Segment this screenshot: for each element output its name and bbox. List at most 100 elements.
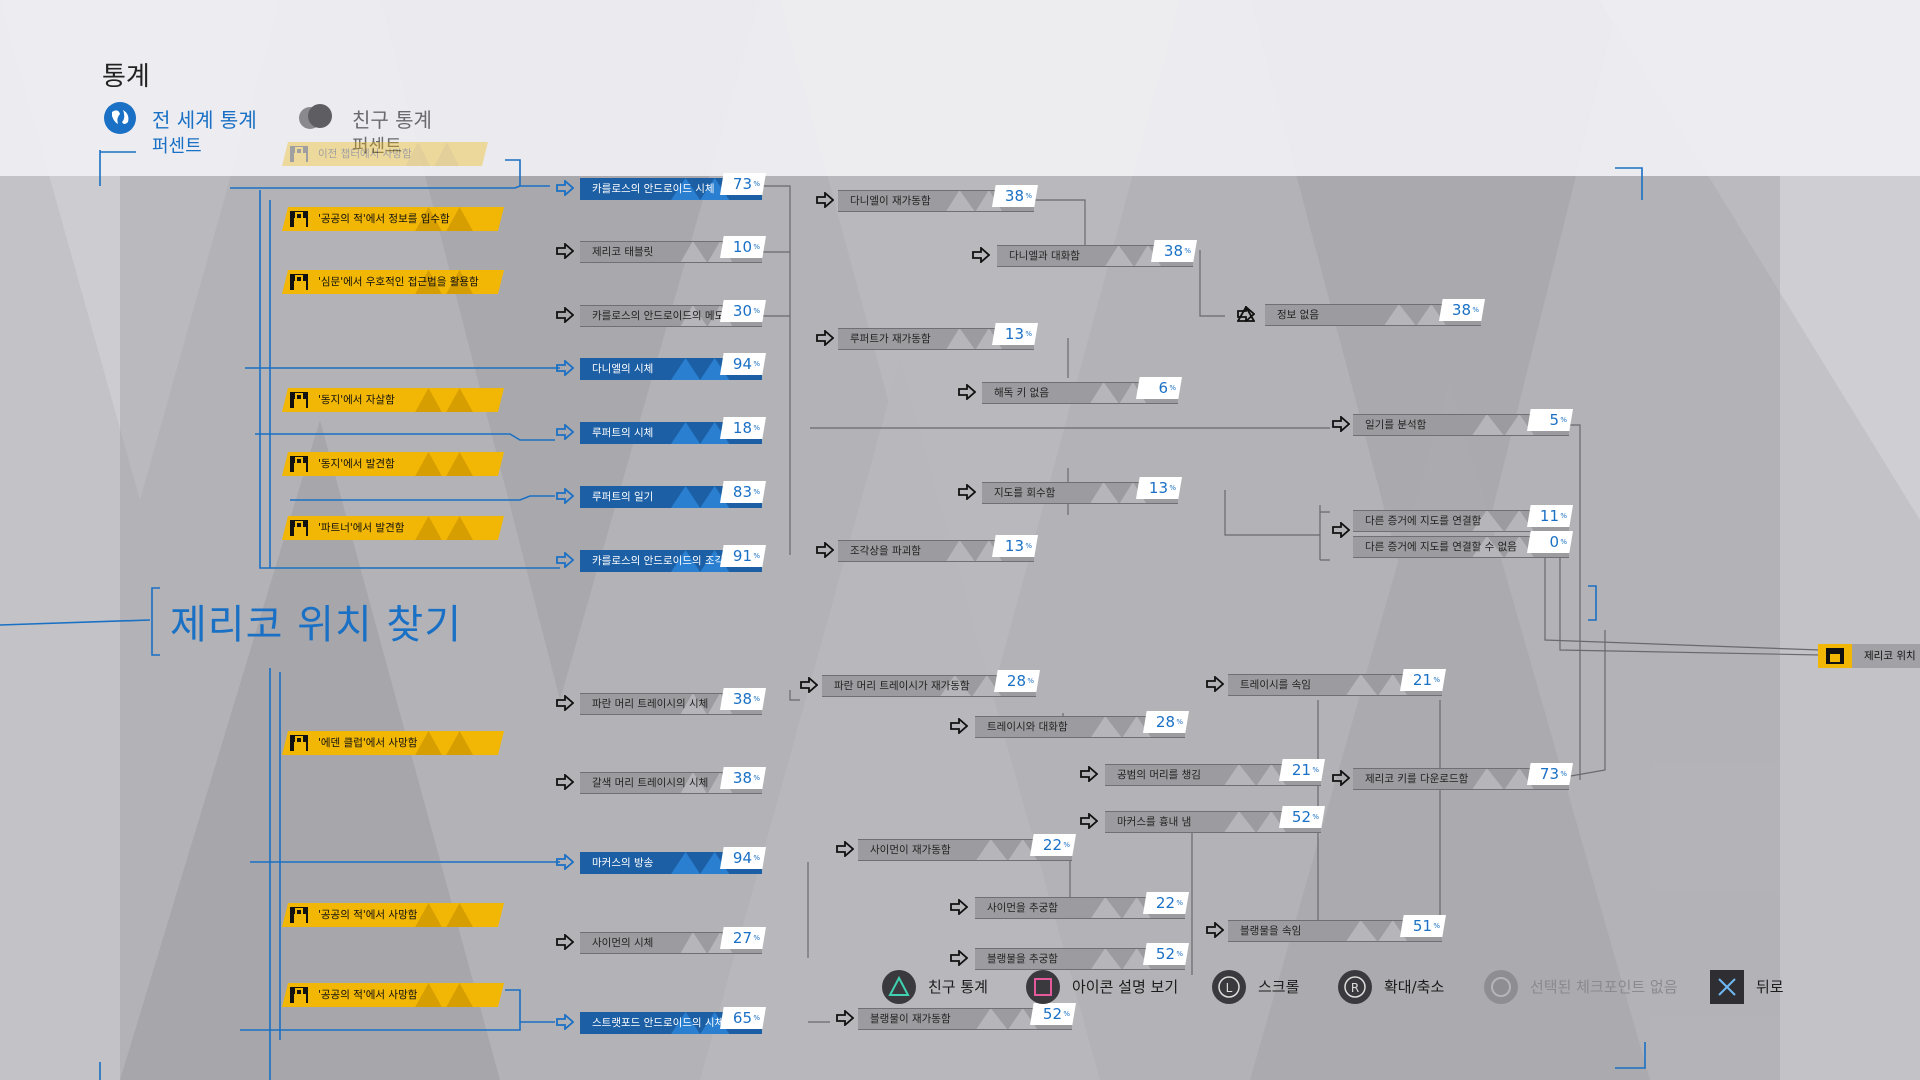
- tab-world-stats[interactable]: 전 세계 통계: [152, 108, 257, 132]
- choice-node[interactable]: 파란 머리 트레이시의 시체 38 %: [580, 688, 766, 715]
- legend-zoom-label: 확대/축소: [1384, 978, 1445, 996]
- arrow-right-icon: [556, 306, 575, 327]
- locked-condition[interactable]: '파트너'에서 발견함: [282, 516, 504, 540]
- choice-node[interactable]: 다른 증거에 지도를 연결할 수 없음 0 %: [1353, 531, 1573, 558]
- arrow-right-icon: [836, 1009, 855, 1030]
- percent-value: 5: [1549, 411, 1559, 429]
- choice-node[interactable]: 해독 키 없음 6 %: [982, 377, 1182, 404]
- chapter-title: 제리코 위치 찾기: [170, 602, 463, 648]
- legend-friends-label: 친구 통계: [928, 978, 988, 996]
- percent-value: 38: [732, 690, 752, 708]
- choice-node[interactable]: 사이먼이 재가동함 22 %: [858, 834, 1076, 861]
- choice-node[interactable]: 정보 없음 38 %: [1265, 299, 1485, 326]
- arrow-right-icon: [556, 179, 575, 200]
- arrow-right-icon: [556, 423, 575, 444]
- arrow-right-icon: [1080, 765, 1099, 786]
- percent-unit: %: [1063, 1010, 1070, 1018]
- locked-condition-label: 이전 챕터에서 사망함: [318, 148, 412, 160]
- choice-node[interactable]: 블랭물이 재가동함 52 %: [858, 1003, 1076, 1030]
- percent-value: 10: [732, 238, 752, 256]
- choice-node[interactable]: 사이먼을 추궁함 22 %: [975, 892, 1189, 919]
- percent-value: 6: [1158, 379, 1168, 397]
- choice-node[interactable]: 지도를 회수함 13 %: [982, 477, 1182, 504]
- locked-condition[interactable]: '동지'에서 자살함: [282, 388, 504, 412]
- choice-node[interactable]: 다니엘과 대화함 38 %: [997, 240, 1197, 267]
- choice-node[interactable]: 카를로스의 안드로이드의 메모리 30 %: [580, 300, 766, 327]
- percent-value: 0: [1549, 533, 1559, 551]
- tab-friend-percent[interactable]: 퍼센트: [352, 132, 402, 158]
- locked-condition[interactable]: 이전 챕터에서 사망함: [282, 142, 488, 166]
- locked-condition[interactable]: '동지'에서 발견함: [282, 452, 504, 476]
- globe-icon[interactable]: [104, 102, 136, 134]
- choice-node-label: 파란 머리 트레이시의 시체: [592, 698, 709, 710]
- percent-unit: %: [1312, 766, 1319, 774]
- percent-value: 27: [732, 929, 752, 947]
- choice-node[interactable]: 다른 증거에 지도를 연결함 11 %: [1353, 505, 1573, 532]
- percent-badge: 10 %: [720, 236, 766, 258]
- percent-value: 13: [1004, 325, 1024, 343]
- percent-unit: %: [1169, 384, 1176, 392]
- arrow-right-icon: [950, 717, 969, 738]
- choice-node[interactable]: 일기를 분석함 5 %: [1353, 409, 1573, 436]
- locked-condition[interactable]: '공공의 적'에서 사망함: [282, 983, 504, 1007]
- percent-value: 38: [1451, 301, 1471, 319]
- choice-node-label: 해독 키 없음: [994, 387, 1049, 399]
- percent-badge: 21 %: [1400, 669, 1446, 691]
- tab-world-percent[interactable]: 퍼센트: [152, 136, 202, 157]
- percent-unit: %: [1176, 899, 1183, 907]
- choice-node[interactable]: 루퍼트가 재가동함 13 %: [838, 323, 1038, 350]
- choice-node-label: 사이먼이 재가동함: [870, 844, 951, 856]
- choice-node-label: 다른 증거에 지도를 연결할 수 없음: [1365, 541, 1517, 553]
- locked-condition[interactable]: '공공의 적'에서 정보를 입수함: [282, 207, 504, 231]
- choice-node[interactable]: 제리코 키를 다운로드함 73 %: [1353, 763, 1573, 790]
- choice-node[interactable]: 트레이시를 속임 21 %: [1228, 669, 1446, 696]
- choice-node[interactable]: 스트랫포드 안드로이드의 시체 65 %: [580, 1007, 766, 1034]
- arrow-right-icon: [1332, 521, 1351, 542]
- choice-node-label: 카를로스의 안드로이드의 메모리: [592, 310, 734, 322]
- choice-node[interactable]: 마커스를 흉내 냄 52 %: [1105, 806, 1325, 833]
- percent-badge: 13 %: [992, 323, 1038, 345]
- percent-value: 38: [732, 769, 752, 787]
- arrow-right-icon: [556, 551, 575, 572]
- percent-unit: %: [753, 552, 760, 560]
- arrow-right-icon: [800, 676, 819, 697]
- choice-node-label: 스트랫포드 안드로이드의 시체: [592, 1017, 725, 1029]
- arrow-right-icon: [556, 694, 575, 715]
- choice-node[interactable]: 블랭물을 속임 51 %: [1228, 915, 1446, 942]
- locked-condition[interactable]: '에덴 클럽'에서 사망함: [282, 731, 504, 755]
- percent-value: 65: [732, 1009, 752, 1027]
- percent-unit: %: [1025, 330, 1032, 338]
- choice-node[interactable]: 카를로스의 안드로이드의 조각상 91 %: [580, 545, 766, 572]
- locked-condition-label: '동지'에서 자살함: [318, 394, 395, 406]
- choice-node[interactable]: 파란 머리 트레이시가 재가동함 28 %: [822, 670, 1040, 697]
- choice-node[interactable]: 다니엘이 재가동함 38 %: [838, 185, 1038, 212]
- tab-friend-stats[interactable]: 친구 통계: [352, 108, 432, 132]
- choice-node[interactable]: 조각상을 파괴함 13 %: [838, 535, 1038, 562]
- right-stick-icon: R: [1338, 970, 1372, 1004]
- choice-node[interactable]: 카를로스의 안드로이드 시체 73 %: [580, 173, 766, 200]
- locked-condition[interactable]: '공공의 적'에서 사망함: [282, 903, 504, 927]
- choice-node[interactable]: 마커스의 방송 94 %: [580, 847, 766, 874]
- percent-badge: 52 %: [1030, 1003, 1076, 1025]
- percent-value: 73: [1539, 765, 1559, 783]
- percent-badge: 21 %: [1279, 759, 1325, 781]
- percent-badge: 18 %: [720, 417, 766, 439]
- choice-node-label: 정보 없음: [1277, 309, 1319, 321]
- chapter-end-node[interactable]: 제리코 위치: [1818, 644, 1920, 668]
- choice-node[interactable]: 블랭물을 추궁함 52 %: [975, 943, 1189, 970]
- choice-node-label: 루퍼트의 일기: [592, 491, 654, 503]
- choice-node[interactable]: 트레이시와 대화함 28 %: [975, 711, 1189, 738]
- choice-node[interactable]: 제리코 태블릿 10 %: [580, 236, 766, 263]
- friends-icon[interactable]: [298, 102, 332, 134]
- choice-node[interactable]: 갈색 머리 트레이시의 시체 38 %: [580, 767, 766, 794]
- choice-node[interactable]: 루퍼트의 일기 83 %: [580, 481, 766, 508]
- locked-condition[interactable]: '심문'에서 우호적인 접근법을 활용함: [282, 270, 504, 294]
- percent-badge: 22 %: [1030, 834, 1076, 856]
- choice-node-label: 다니엘과 대화함: [1009, 250, 1080, 262]
- choice-node[interactable]: 사이먼의 시체 27 %: [580, 927, 766, 954]
- percent-badge: 52 %: [1143, 943, 1189, 965]
- choice-node[interactable]: 공범의 머리를 챙김 21 %: [1105, 759, 1325, 786]
- choice-node[interactable]: 루퍼트의 시체 18 %: [580, 417, 766, 444]
- choice-node[interactable]: 다니엘의 시체 94 %: [580, 353, 766, 380]
